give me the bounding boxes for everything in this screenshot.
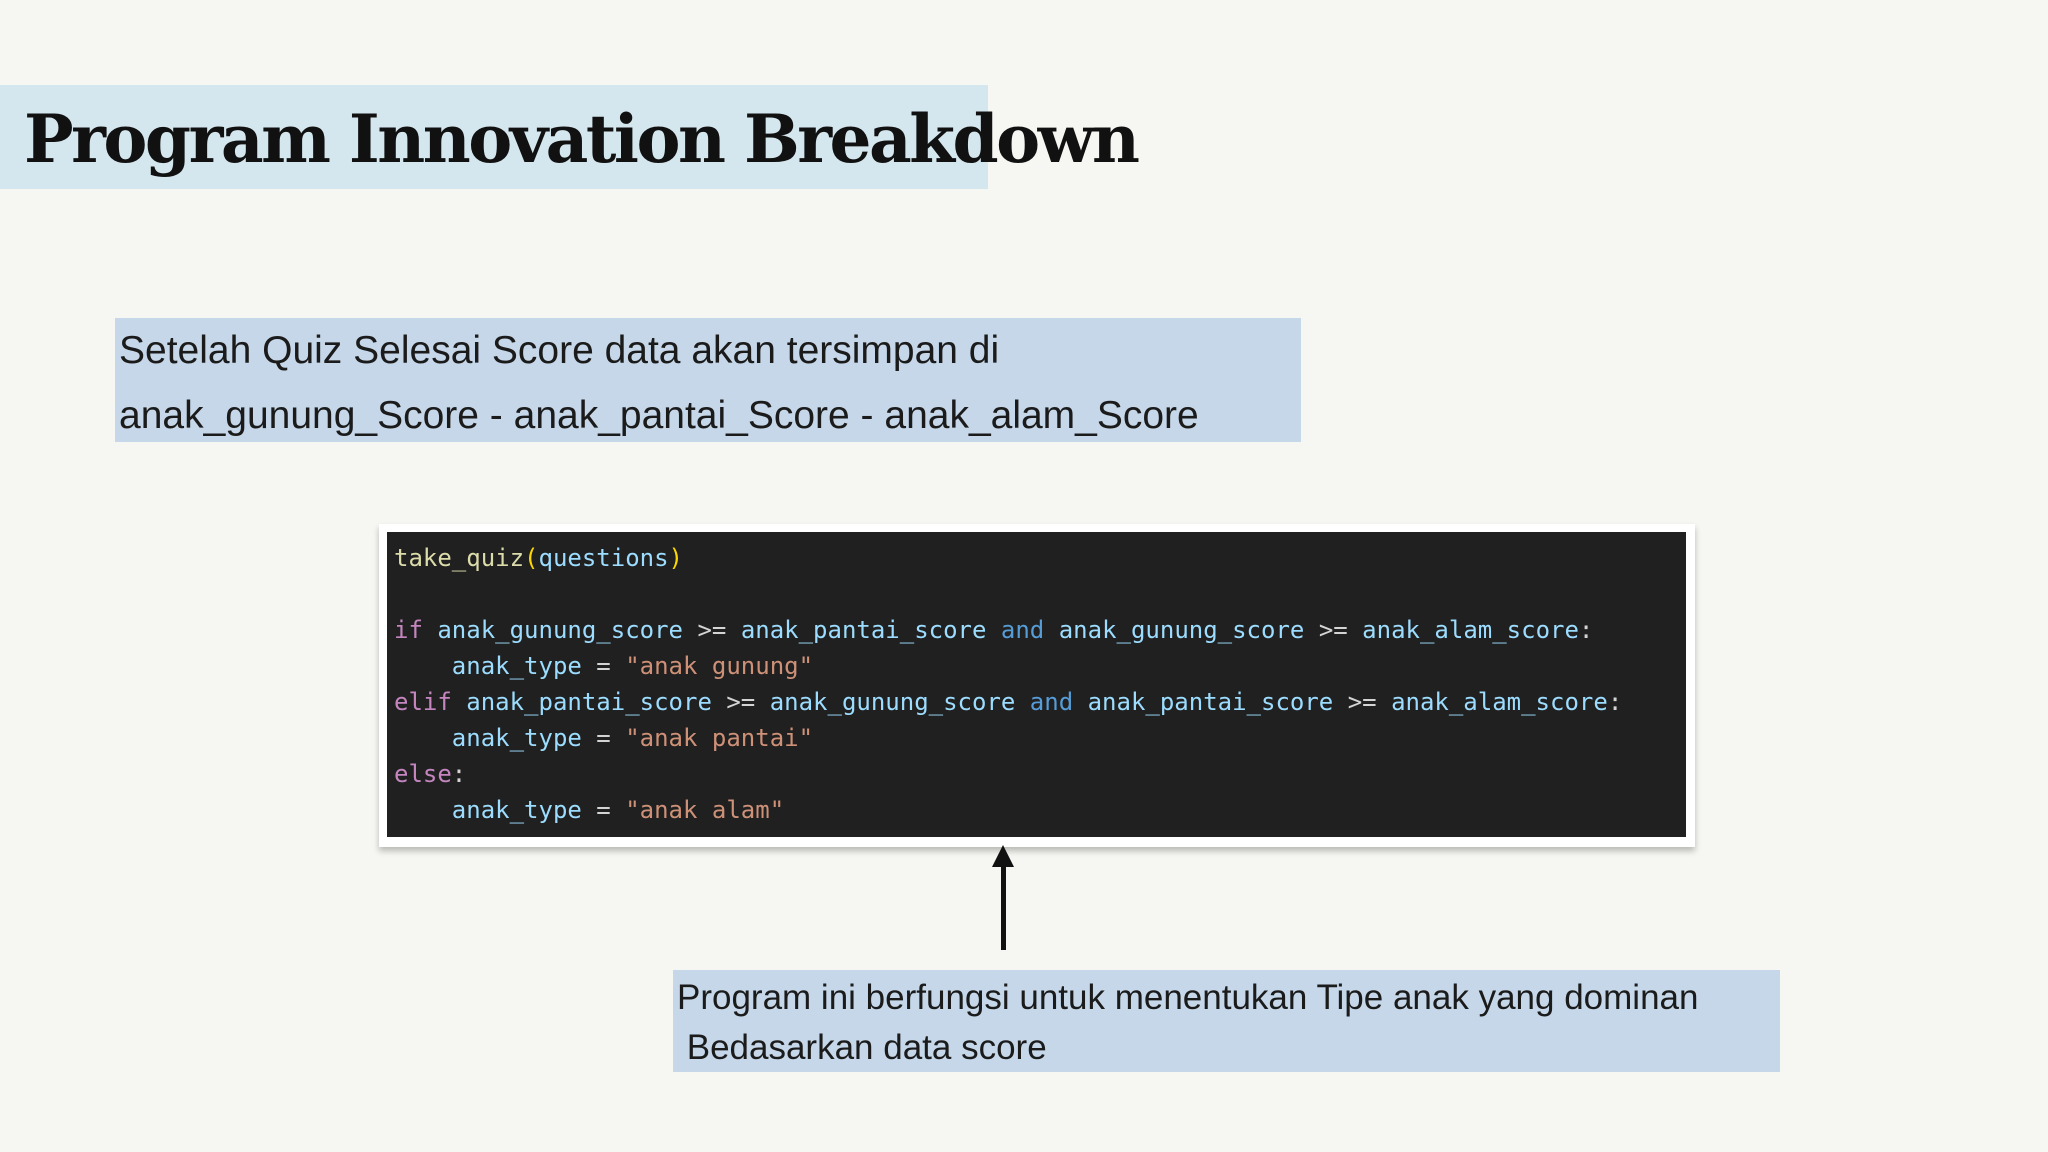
code-screenshot-frame: take_quiz(questions) if anak_gunung_scor… — [379, 524, 1695, 847]
code-line-7: else: — [394, 759, 466, 789]
code-token: anak_type — [451, 796, 582, 824]
code-token: if — [394, 616, 423, 644]
code-token: else — [394, 760, 452, 788]
code-token: : — [451, 760, 467, 788]
code-token: >= — [1347, 688, 1377, 716]
code-token: ) — [668, 544, 683, 572]
code-line-5: elif anak_pantai_score >= anak_gunung_sc… — [394, 687, 1622, 717]
score-note-line-1: Setelah Quiz Selesai Score data akan ter… — [119, 329, 1000, 372]
code-token: ( — [524, 544, 539, 572]
title-band — [0, 85, 988, 189]
code-token: anak_gunung_score — [1058, 616, 1305, 644]
code-token: elif — [394, 688, 452, 716]
score-note-box — [115, 318, 1301, 442]
description-line-2: Bedasarkan data score — [677, 1028, 1047, 1067]
code-token: >= — [726, 688, 756, 716]
code-token: and — [1029, 688, 1074, 716]
code-line-6: anak_type = "anak pantai" — [394, 723, 813, 753]
slide-title: Program Innovation Breakdown — [24, 100, 1140, 178]
code-token: : — [1578, 616, 1594, 644]
code-token: anak_type — [451, 652, 582, 680]
code-token: questions — [538, 544, 669, 572]
code-token: anak_type — [451, 724, 582, 752]
code-line-8: anak_type = "anak alam" — [394, 795, 784, 825]
code-token: anak_pantai_score — [1087, 688, 1334, 716]
code-token: take_quiz — [394, 544, 525, 572]
score-note-line-2: anak_gunung_Score - anak_pantai_Score - … — [119, 394, 1199, 437]
code-token: anak_gunung_score — [437, 616, 683, 644]
description-line-1: Program ini berfungsi untuk menentukan T… — [677, 978, 1699, 1017]
code-token: "anak alam" — [625, 796, 785, 824]
code-line-1: take_quiz(questions) — [394, 543, 683, 573]
code-token: = — [596, 652, 611, 680]
code-token: anak_pantai_score — [466, 688, 712, 716]
code-token: "anak gunung" — [625, 652, 814, 680]
arrow-shaft — [1001, 858, 1006, 950]
code-line-4: anak_type = "anak gunung" — [394, 651, 813, 681]
code-token: = — [596, 796, 611, 824]
code-token: anak_alam_score — [1362, 616, 1579, 644]
code-token: anak_alam_score — [1391, 688, 1608, 716]
code-token: and — [1000, 616, 1045, 644]
code-token: >= — [1318, 616, 1348, 644]
code-line-3: if anak_gunung_score >= anak_pantai_scor… — [394, 615, 1593, 645]
code-token: >= — [697, 616, 727, 644]
description-box — [673, 970, 1780, 1072]
code-token: : — [1607, 688, 1623, 716]
code-block: take_quiz(questions) if anak_gunung_scor… — [387, 532, 1686, 837]
code-token: anak_pantai_score — [740, 616, 987, 644]
code-token: = — [596, 724, 611, 752]
code-token: "anak pantai" — [625, 724, 814, 752]
arrow-up-icon — [992, 845, 1014, 867]
code-token: anak_gunung_score — [769, 688, 1016, 716]
